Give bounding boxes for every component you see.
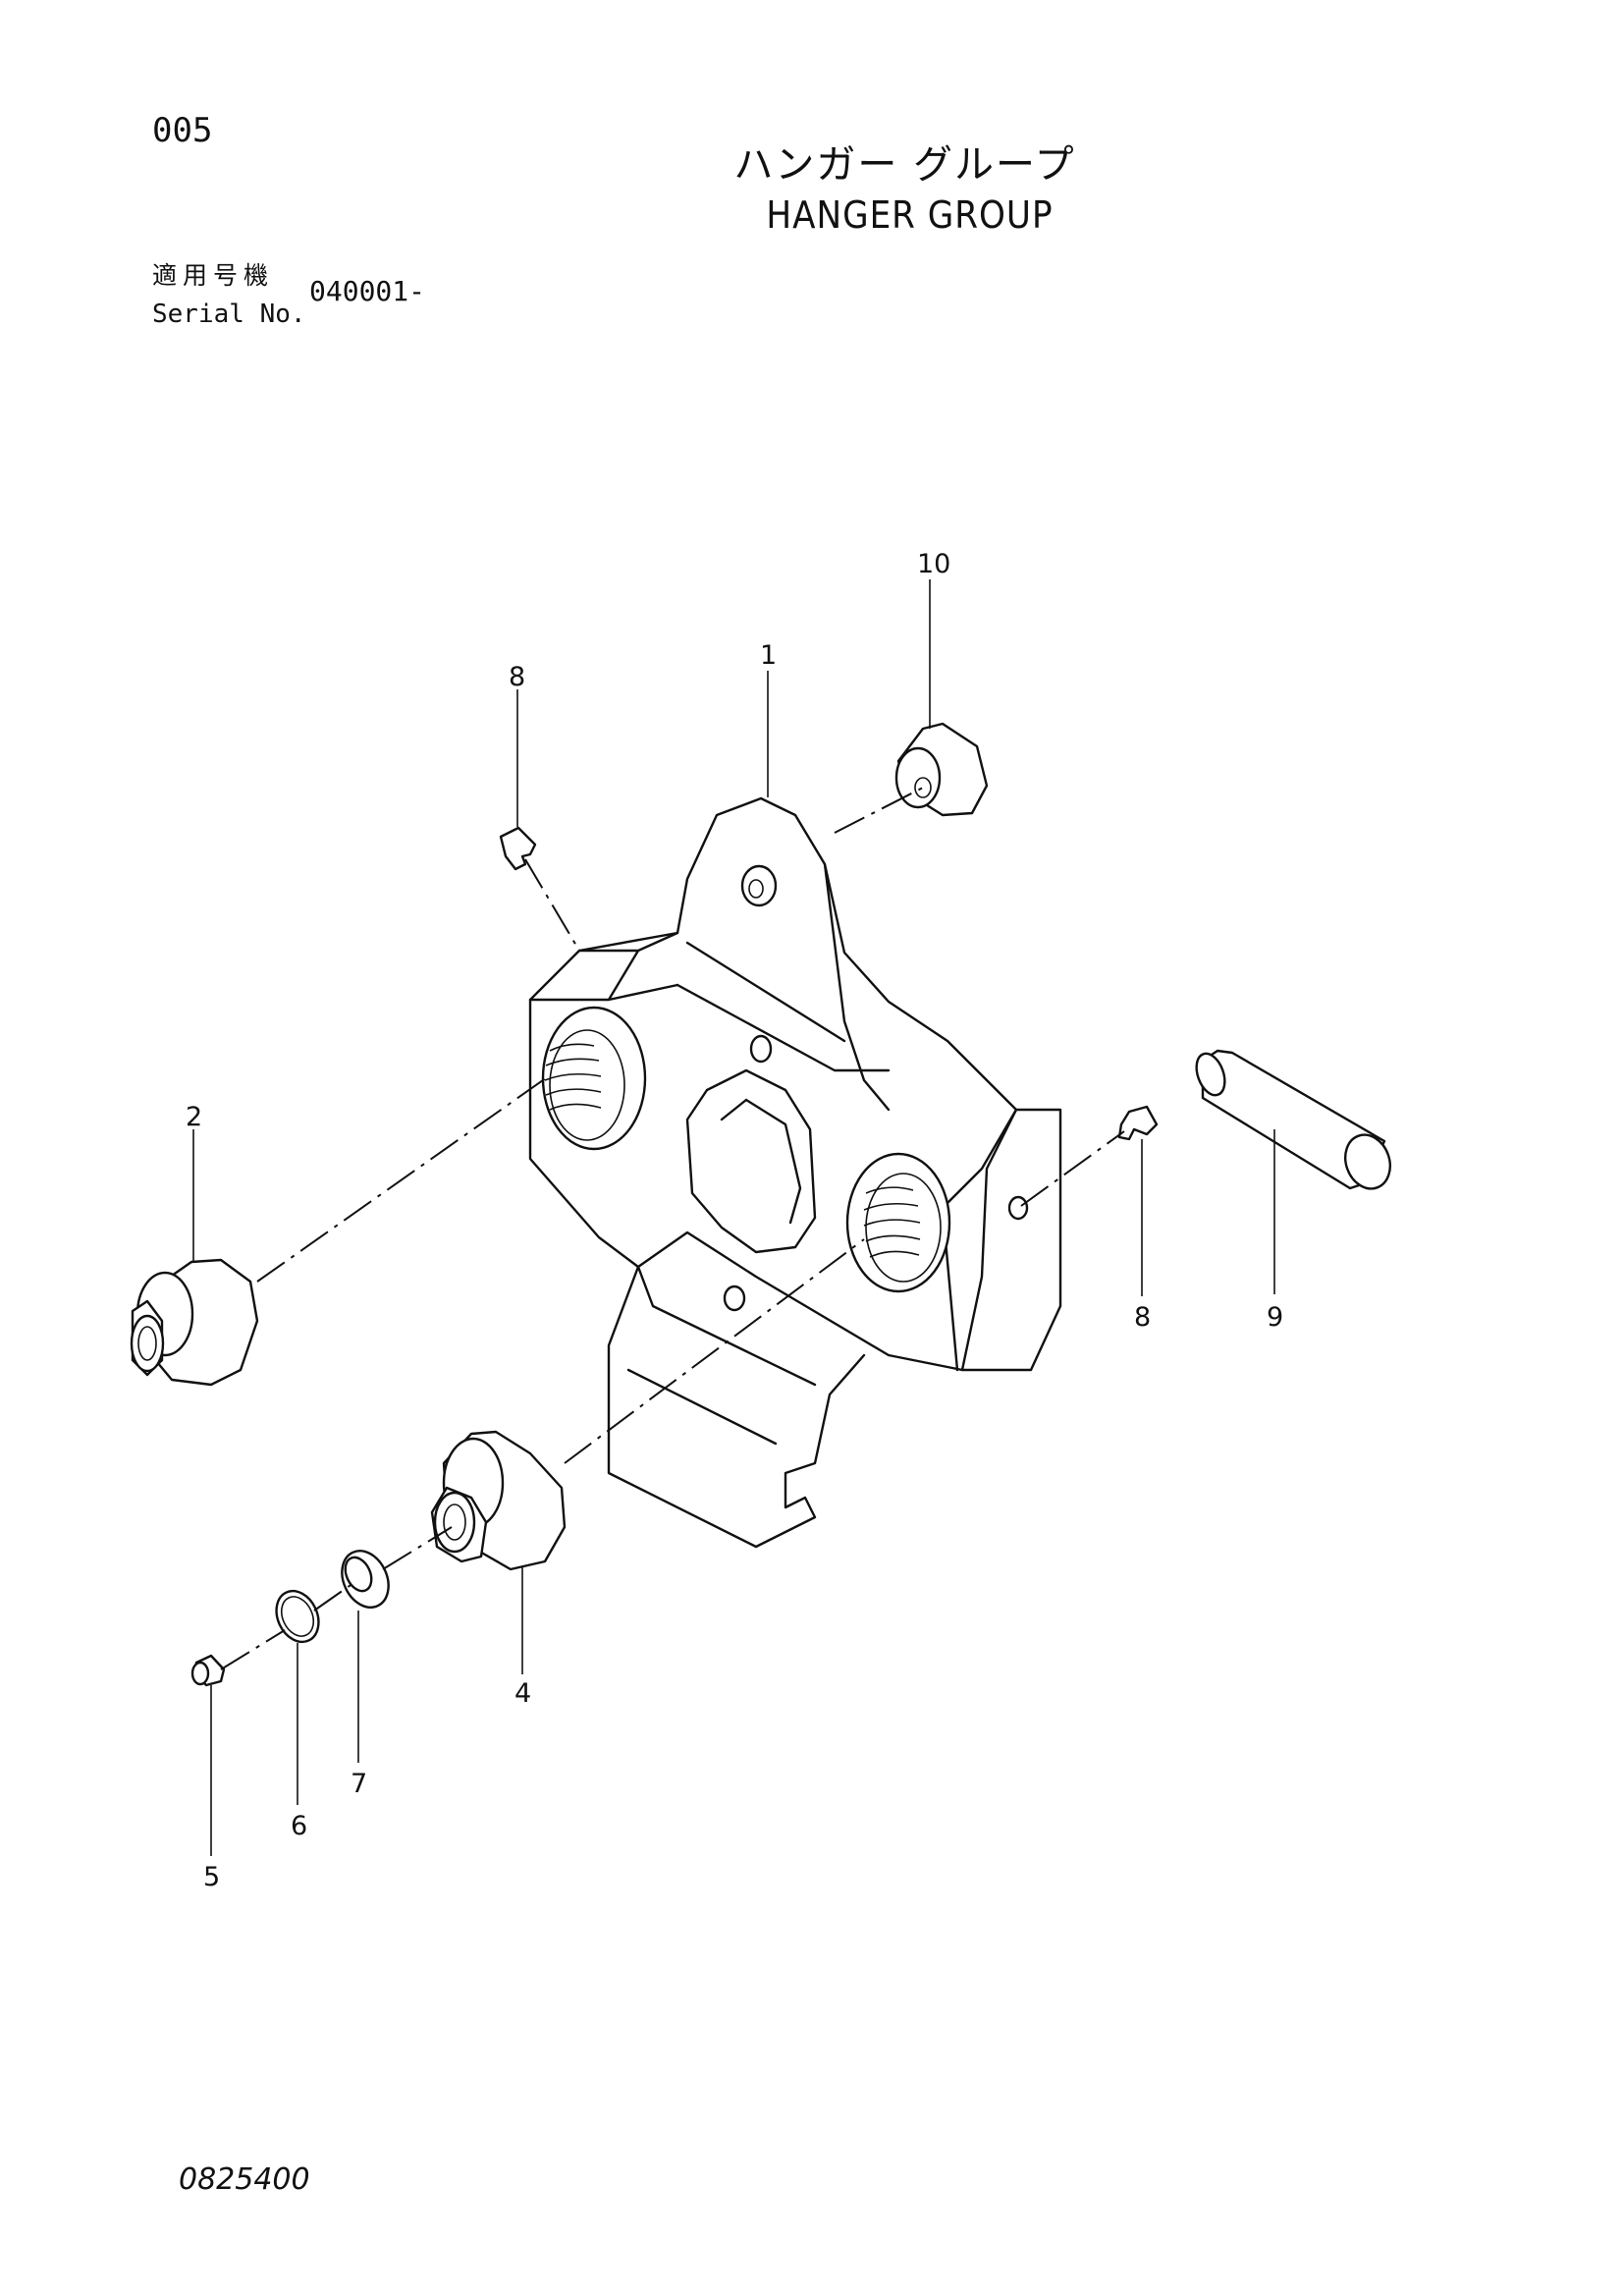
part-10-plug bbox=[894, 722, 989, 817]
hanger-plate-right-edge bbox=[941, 1108, 1062, 1372]
part-4-plug bbox=[430, 1430, 567, 1571]
callout-2: 2 bbox=[186, 1102, 202, 1132]
callout-4: 4 bbox=[514, 1678, 531, 1709]
serial-label-english: Serial No. bbox=[152, 300, 306, 329]
part-7-washer bbox=[341, 1550, 390, 1609]
callout-6: 6 bbox=[291, 1811, 307, 1841]
part-2-plug bbox=[130, 1258, 259, 1387]
hanger-plate-edge-line bbox=[676, 941, 891, 1072]
page-title-japanese: ハンガー グループ bbox=[733, 142, 1076, 188]
part-8-right-screw bbox=[1117, 1105, 1159, 1141]
drawing-code: 0825400 bbox=[179, 2162, 310, 2197]
hanger-ear-hole-inner bbox=[748, 879, 764, 899]
hanger-center-opening bbox=[685, 1068, 817, 1254]
page-title-english: HANGER GROUP bbox=[766, 193, 1054, 237]
part-8-upper-screw bbox=[499, 826, 537, 871]
callout-5: 5 bbox=[203, 1862, 220, 1892]
hanger-right-bore bbox=[845, 1152, 951, 1293]
hanger-plate-top-edge bbox=[528, 931, 679, 1002]
callout-10: 10 bbox=[917, 549, 950, 579]
hanger-center-opening-inner bbox=[720, 1098, 802, 1225]
hanger-small-hole-top bbox=[749, 1034, 773, 1064]
part-6-o-ring bbox=[275, 1589, 320, 1644]
hanger-top-ear-curve bbox=[823, 862, 891, 1112]
page-number: 005 bbox=[152, 111, 213, 150]
callout-8-right: 8 bbox=[1134, 1302, 1151, 1333]
hanger-lower-tab-inner bbox=[626, 1265, 817, 1446]
hanger-small-hole-bottom bbox=[723, 1285, 746, 1312]
callout-9: 9 bbox=[1267, 1302, 1283, 1333]
hanger-left-bore bbox=[541, 1006, 647, 1151]
serial-label-japanese: 適用号機 bbox=[152, 261, 275, 290]
assembly-center-lines bbox=[220, 787, 1125, 1670]
callout-8-upper: 8 bbox=[509, 662, 525, 692]
callout-labels: 10 1 8 2 8 9 4 7 6 5 bbox=[186, 549, 1283, 1892]
serial-number-value: 040001- bbox=[309, 275, 426, 307]
hanger-side-hole bbox=[1007, 1195, 1029, 1221]
hanger-ear-hole bbox=[740, 864, 778, 907]
callout-leader-lines bbox=[192, 579, 1275, 1856]
part-1-hanger-body bbox=[528, 796, 1062, 1549]
callout-1: 1 bbox=[760, 640, 777, 671]
part-9-pin bbox=[1195, 1049, 1391, 1190]
part-5-set-screw bbox=[190, 1654, 226, 1687]
callout-7: 7 bbox=[351, 1769, 367, 1799]
